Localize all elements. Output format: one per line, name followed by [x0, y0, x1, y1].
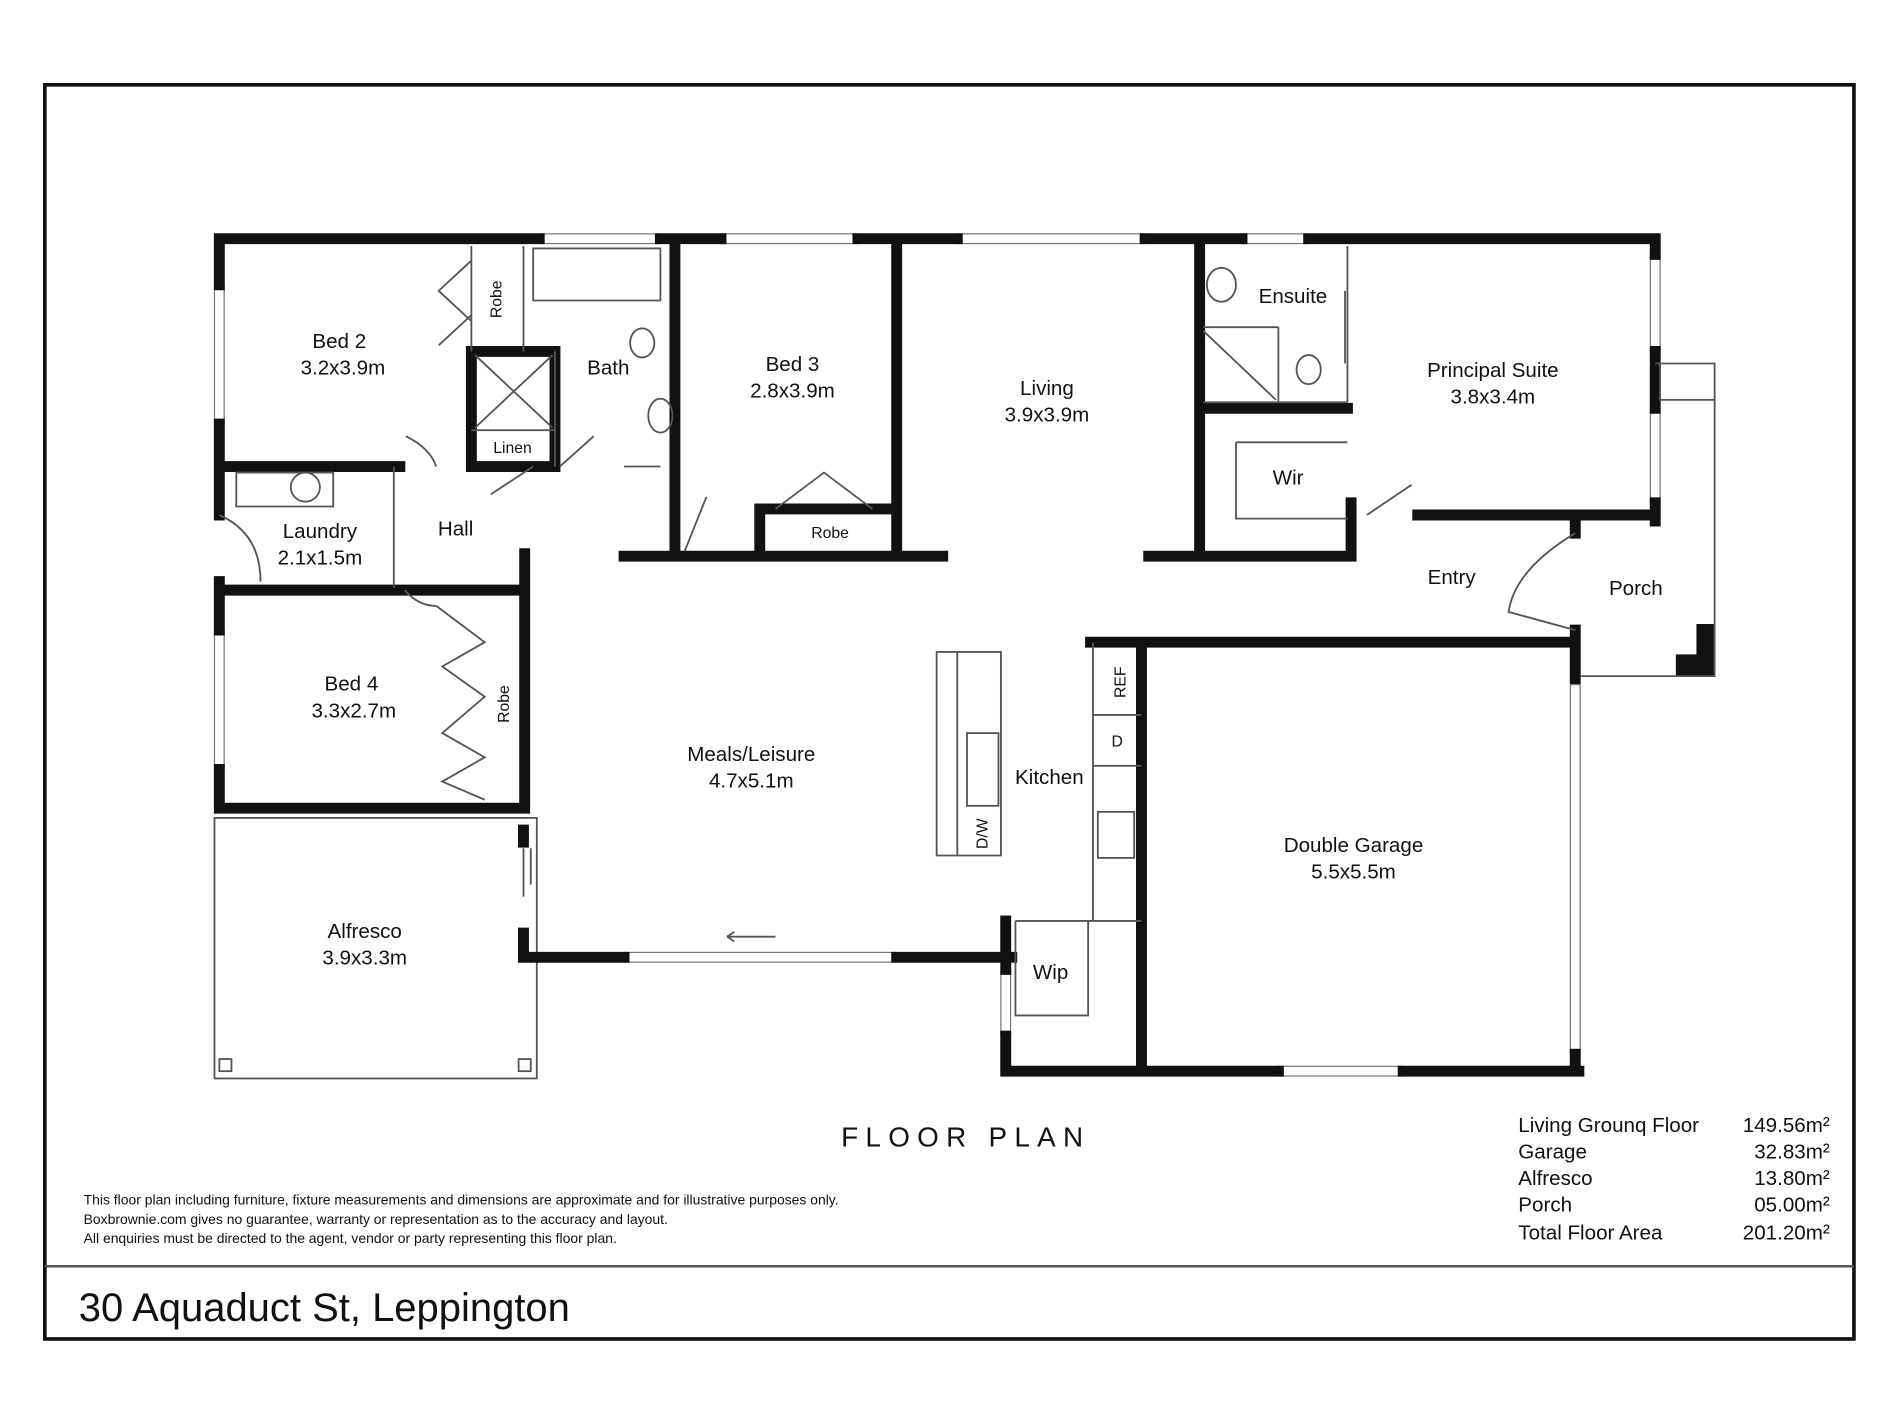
- alfresco-outline: [213, 817, 538, 1080]
- shower-icon: [474, 330, 1277, 429]
- wir-label: Wir: [1273, 467, 1304, 490]
- property-address: 30 Aquaduct St, Leppington: [79, 1286, 570, 1330]
- post-icon: [517, 1058, 532, 1073]
- fixtures: [289, 266, 1322, 859]
- washing-machine-icon: [289, 471, 321, 503]
- basin-icon: [1205, 266, 1237, 303]
- linen-label: Linen: [493, 440, 532, 457]
- living-size: 3.9x3.9m: [1005, 404, 1090, 427]
- area-value: 13.80m²: [1754, 1167, 1830, 1190]
- ref-label: REF: [1113, 666, 1130, 698]
- bed3-size: 2.8x3.9m: [750, 379, 835, 402]
- porch-column: [1675, 624, 1715, 677]
- windows: [213, 233, 1661, 1077]
- bed3-name: Bed 3: [766, 353, 820, 376]
- area-label: Garage: [1518, 1140, 1587, 1163]
- area-value: 32.83m²: [1754, 1140, 1830, 1163]
- bed4-size: 3.3x2.7m: [311, 699, 396, 722]
- porch-label: Porch: [1609, 577, 1663, 600]
- principal-size: 3.8x3.4m: [1451, 386, 1536, 409]
- door-swings: [218, 259, 1576, 943]
- living-name: Living: [1020, 377, 1074, 400]
- area-table: Living Grounq Floor 149.56m² Garage 32.8…: [1518, 1114, 1830, 1245]
- alfresco-name: Alfresco: [328, 920, 402, 943]
- bed4-robe-label: Robe: [496, 685, 513, 723]
- bed4-name: Bed 4: [325, 673, 379, 696]
- disclaimer-line: Boxbrownie.com gives no guarantee, warra…: [84, 1211, 668, 1227]
- entry-label: Entry: [1428, 566, 1477, 589]
- bed2-robe-label: Robe: [489, 280, 506, 318]
- meals-size: 4.7x5.1m: [709, 770, 794, 793]
- area-label: Living Grounq Floor: [1518, 1114, 1699, 1137]
- disclaimer-line: All enquiries must be directed to the ag…: [84, 1230, 617, 1246]
- toilet-icon: [629, 327, 656, 359]
- alfresco-size: 3.9x3.3m: [322, 947, 407, 970]
- kitchen-label: Kitchen: [1015, 766, 1084, 789]
- bath-label: Bath: [587, 356, 629, 379]
- laundry-size: 2.1x1.5m: [278, 547, 363, 570]
- area-value: 149.56m²: [1743, 1114, 1830, 1137]
- disclaimer: This floor plan including furniture, fix…: [84, 1191, 839, 1246]
- area-label: Total Floor Area: [1518, 1222, 1663, 1245]
- cooktop-icon: [1096, 810, 1136, 859]
- bed3-robe-label: Robe: [811, 525, 849, 542]
- area-value: 05.00m²: [1754, 1194, 1830, 1217]
- wip-label: Wip: [1033, 961, 1068, 984]
- laundry-name: Laundry: [283, 520, 358, 543]
- area-label: Porch: [1518, 1194, 1572, 1217]
- area-value: 201.20m²: [1743, 1222, 1830, 1245]
- meals-name: Meals/Leisure: [687, 743, 815, 766]
- toilet-icon: [1295, 354, 1322, 386]
- walls: [213, 233, 1661, 1077]
- disclaimer-line: This floor plan including furniture, fix…: [84, 1191, 839, 1207]
- basin-icon: [647, 397, 674, 434]
- porch-outline: [1580, 362, 1716, 678]
- floor-plan: Bed 2 3.2x3.9m Bed 3 2.8x3.9m Bed 4 3.3x…: [213, 233, 1716, 1080]
- post-icon: [218, 1058, 233, 1073]
- sheet-frame: [43, 83, 1856, 1341]
- sink-icon: [966, 732, 1000, 807]
- dw-label: D/W: [975, 818, 992, 849]
- bed2-name: Bed 2: [312, 330, 366, 353]
- plan-title: FLOOR PLAN: [841, 1121, 1090, 1152]
- d-label: D: [1112, 733, 1123, 750]
- garage-size: 5.5x5.5m: [1311, 861, 1396, 884]
- ensuite-label: Ensuite: [1259, 285, 1328, 308]
- bed2-size: 3.2x3.9m: [301, 356, 386, 379]
- principal-name: Principal Suite: [1427, 359, 1559, 382]
- interior-details: [235, 245, 1349, 1017]
- garage-name: Double Garage: [1284, 834, 1424, 857]
- hall-label: Hall: [438, 518, 473, 541]
- area-label: Alfresco: [1518, 1167, 1592, 1190]
